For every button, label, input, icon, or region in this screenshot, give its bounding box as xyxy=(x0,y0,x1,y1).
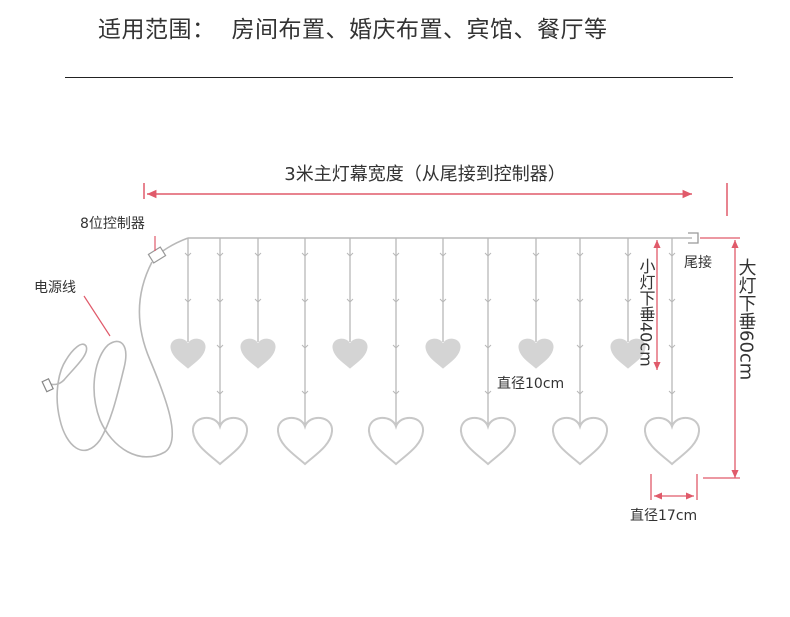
header-prefix: 适用范围： xyxy=(98,17,216,43)
large-heart-light xyxy=(276,416,334,466)
large-heart-light xyxy=(643,416,701,466)
power-cable xyxy=(47,261,174,458)
large-wire-bulb xyxy=(576,298,584,303)
small-wire-bulb xyxy=(439,252,447,257)
small-drop-label: 小灯下垂40cm xyxy=(637,258,656,367)
width-label: 3米主灯幕宽度（从尾接到控制器） xyxy=(284,164,565,185)
small-wire-bulb xyxy=(346,298,354,303)
large-wire-bulb xyxy=(301,344,309,349)
large-wire-bulb xyxy=(301,298,309,303)
large-wire-bulb xyxy=(576,252,584,257)
large-wire-bulb xyxy=(392,344,400,349)
small-heart-light xyxy=(518,338,554,369)
small-heart-light xyxy=(610,338,646,369)
large-wire-bulb xyxy=(216,344,224,349)
large-wire-bulb xyxy=(392,390,400,395)
controller-box xyxy=(147,246,167,264)
large-wire-bulb xyxy=(392,298,400,303)
small-wire-bulb xyxy=(439,298,447,303)
power-plug xyxy=(41,377,54,393)
large-wire-bulb xyxy=(668,344,676,349)
large-wire-bulb xyxy=(576,344,584,349)
header-scope: 房间布置、婚庆布置、宾馆、餐厅等 xyxy=(231,17,608,43)
small-heart-light xyxy=(425,338,461,369)
header-divider xyxy=(65,77,733,78)
large-wire-bulb xyxy=(301,252,309,257)
large-wire-bulb xyxy=(484,390,492,395)
large-wire-bulb xyxy=(484,252,492,257)
large-diameter-label: 直径17cm xyxy=(630,507,697,524)
small-wire-bulb xyxy=(532,252,540,257)
power-cable-pointer xyxy=(83,295,111,337)
controller-label: 8位控制器 xyxy=(80,216,145,232)
small-heart-light xyxy=(332,338,368,369)
small-wire-bulb xyxy=(184,298,192,303)
large-wire-bulb xyxy=(484,298,492,303)
large-drop-label: 大灯下垂60cm xyxy=(736,258,757,381)
large-wire-bulb xyxy=(216,298,224,303)
large-heart-light xyxy=(367,416,425,466)
power-label: 电源线 xyxy=(34,280,76,296)
small-wire-bulb xyxy=(532,298,540,303)
large-hearts-group xyxy=(191,238,701,466)
page-header: 适用范围： 房间布置、婚庆布置、宾馆、餐厅等 xyxy=(98,10,608,44)
small-wire-bulb xyxy=(624,252,632,257)
small-heart-light xyxy=(240,338,276,369)
large-wire-bulb xyxy=(301,390,309,395)
small-hearts-group xyxy=(170,238,646,369)
large-wire-bulb xyxy=(668,252,676,257)
large-heart-light xyxy=(459,416,517,466)
small-wire-bulb xyxy=(184,252,192,257)
large-wire-bulb xyxy=(668,298,676,303)
large-wire-bulb xyxy=(216,252,224,257)
small-wire-bulb xyxy=(254,252,262,257)
tail-connector xyxy=(688,232,699,244)
tail-label: 尾接 xyxy=(684,254,712,271)
small-wire-bulb xyxy=(254,298,262,303)
large-wire-bulb xyxy=(392,252,400,257)
large-wire-bulb xyxy=(576,390,584,395)
small-diameter-label: 直径10cm xyxy=(497,375,564,392)
small-wire-bulb xyxy=(624,298,632,303)
large-heart-light xyxy=(551,416,609,466)
small-wire-bulb xyxy=(346,252,354,257)
large-wire-bulb xyxy=(484,344,492,349)
large-heart-light xyxy=(191,416,249,466)
large-wire-bulb xyxy=(668,390,676,395)
small-heart-light xyxy=(170,338,206,369)
large-wire-bulb xyxy=(216,390,224,395)
